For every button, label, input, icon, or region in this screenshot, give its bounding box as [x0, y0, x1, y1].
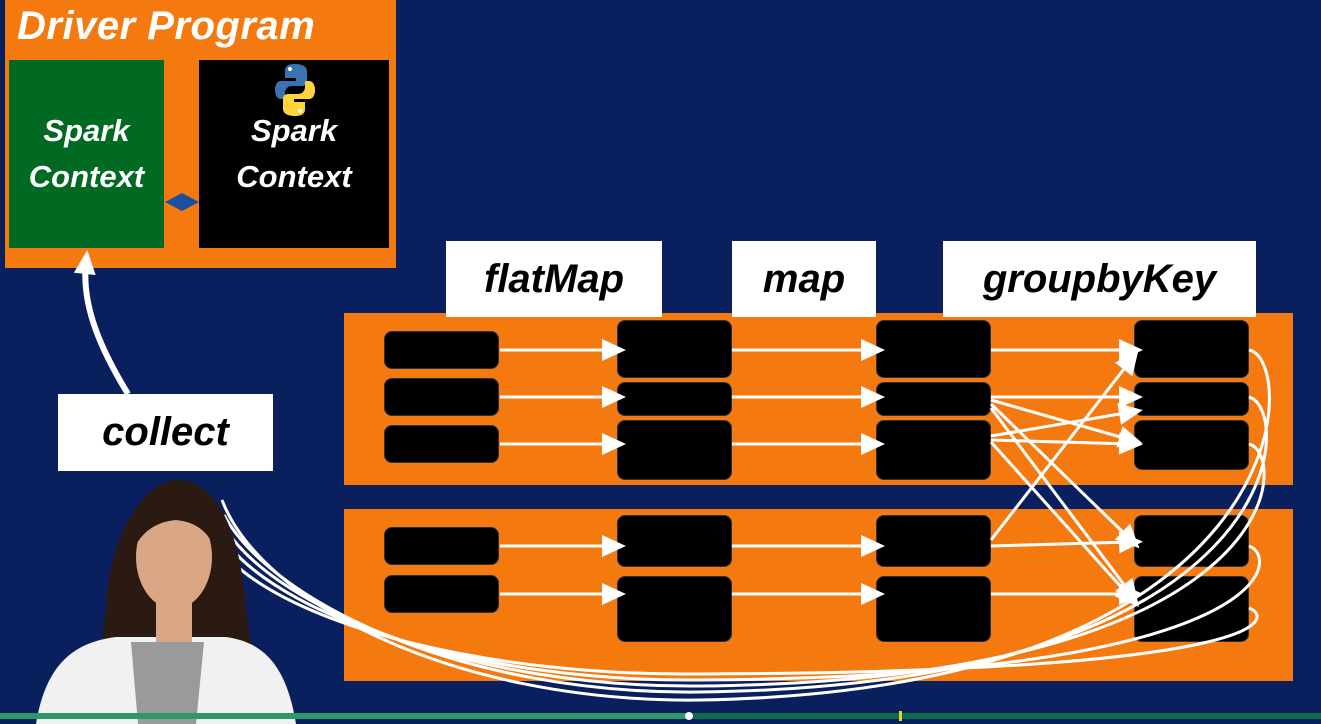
map-output-block	[876, 320, 991, 378]
source-block	[384, 575, 499, 613]
arrow-map-to-groupbykey-cross	[989, 440, 1140, 607]
map-output-block	[876, 515, 991, 567]
collect-return-curve	[228, 558, 1259, 676]
groupbykey-output-block	[1134, 320, 1249, 378]
presenter-video-overlay	[36, 479, 296, 724]
map-output-block	[876, 382, 991, 416]
collect-return-curve	[226, 544, 1262, 682]
label-flatmap: flatMap	[446, 241, 662, 317]
arrow-collect-to-driver	[73, 250, 131, 396]
video-chapter-marker	[899, 711, 902, 721]
source-block	[384, 425, 499, 463]
arrow-map-to-groupbykey	[990, 432, 1143, 455]
label-groupbykey: groupbyKey	[943, 241, 1256, 317]
source-block	[384, 378, 499, 416]
context-bridge-connector	[165, 193, 199, 211]
collect-return-curve	[222, 395, 1268, 694]
source-block	[384, 527, 499, 565]
arrow-map-to-groupbykey-cross	[990, 398, 1143, 448]
arrow-map-to-groupbykey	[990, 531, 1143, 554]
flatmap-output-block	[617, 420, 732, 480]
collect-return-curve	[224, 442, 1266, 688]
python-context-line-1: Spark	[250, 113, 338, 148]
arrow-map-to-groupbykey-cross	[989, 350, 1139, 541]
python-context-line-2: Context	[236, 159, 352, 194]
map-output-block	[876, 420, 991, 480]
arrow-map-to-groupbykey-cross	[989, 402, 1140, 549]
flatmap-output-block	[617, 576, 732, 642]
arrow-map-to-groupbykey-cross	[990, 403, 1143, 438]
label-map: map	[732, 241, 876, 317]
jvm-context-line-2: Context	[28, 159, 145, 194]
video-progress-fill	[0, 713, 689, 719]
video-progress-knob[interactable]	[685, 712, 693, 720]
flatmap-output-block	[617, 382, 732, 416]
map-output-block	[876, 576, 991, 642]
groupbykey-output-block	[1134, 382, 1249, 416]
driver-program-box: Driver Program Spark Context Spark Conte…	[5, 0, 396, 268]
label-collect: collect	[58, 394, 273, 471]
video-progress-bar[interactable]	[0, 711, 1321, 721]
jvm-context-line-1: Spark	[43, 113, 130, 148]
driver-program-title: Driver Program	[17, 4, 316, 48]
python-logo-icon	[275, 64, 315, 116]
jvm-spark-context: Spark Context	[9, 60, 164, 248]
groupbykey-output-block	[1134, 420, 1249, 470]
collect-return-curve	[220, 348, 1271, 702]
source-block	[384, 331, 499, 369]
flatmap-output-block	[617, 320, 732, 378]
flatmap-output-block	[617, 515, 732, 567]
python-spark-context: Spark Context	[199, 60, 389, 248]
arrow-map-to-groupbykey-cross	[989, 407, 1139, 604]
